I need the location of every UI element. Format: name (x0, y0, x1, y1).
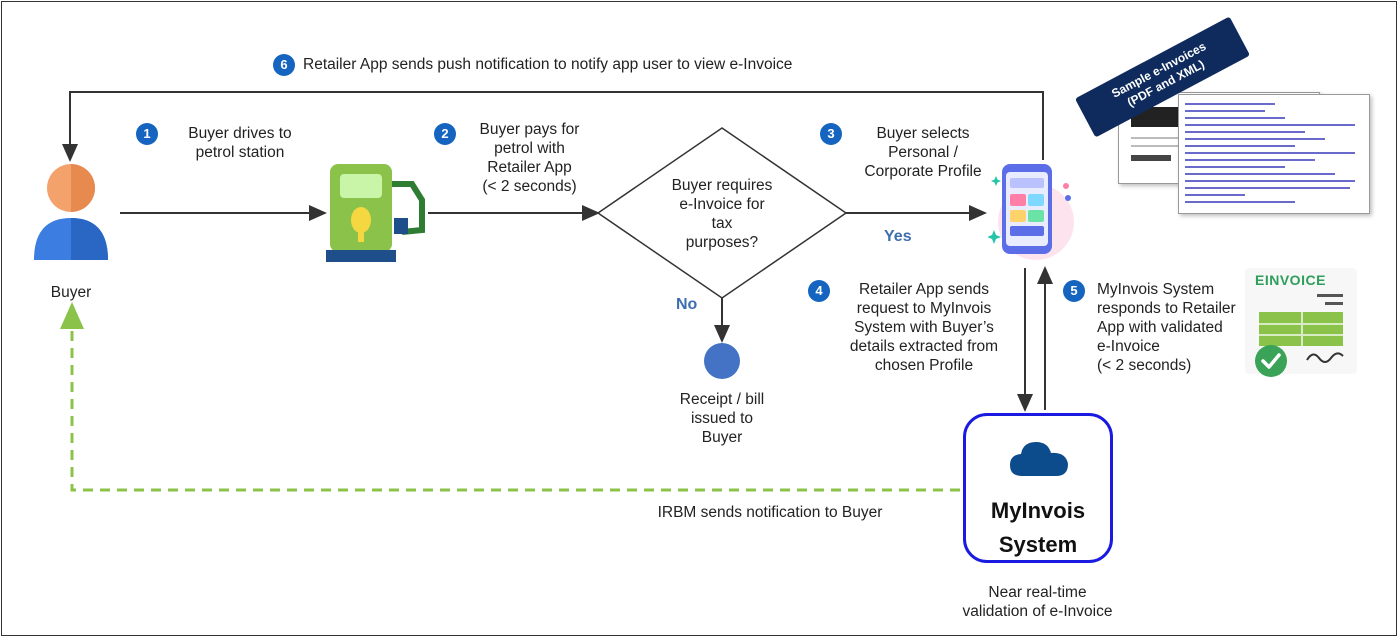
decision-line3: tax (711, 215, 733, 232)
step1-line1: Buyer drives to (188, 125, 292, 142)
check-icon (1255, 345, 1287, 377)
myinvois-system-node: MyInvois System (963, 413, 1113, 563)
decision-line1: Buyer requires (671, 177, 773, 194)
step4-line1: Retailer App sends (858, 281, 990, 298)
step4-line2: request to MyInvois (856, 300, 992, 317)
signature-mark (1306, 352, 1344, 363)
step4-text: Retailer App sends request to MyInvois S… (826, 280, 1022, 375)
cloud-icon (1010, 442, 1068, 476)
step4-badge: 4 (808, 280, 830, 302)
mobile-app-icon (988, 164, 1074, 260)
step1-text: Buyer drives to petrol station (165, 124, 315, 162)
step1-line2: petrol station (195, 144, 285, 161)
step5-line2: responds to Retailer (1097, 300, 1236, 317)
step5-line5: (< 2 seconds) (1097, 357, 1192, 374)
step5-line4: e-Invoice (1097, 338, 1160, 355)
step4-line3: System with Buyer’s (854, 319, 994, 336)
decision-line4: purposes? (685, 234, 759, 251)
decision-line2: e-Invoice for (679, 196, 765, 213)
receipt-line3: Buyer (701, 429, 743, 446)
myinvois-title: MyInvois System (966, 494, 1110, 562)
decision-text: Buyer requires e-Invoice for tax purpose… (645, 176, 799, 252)
step2-badge: 2 (434, 123, 456, 145)
receipt-line2: issued to (690, 410, 754, 427)
step2-line4: (< 2 seconds) (482, 178, 577, 195)
receipt-line1: Receipt / bill (679, 391, 765, 408)
step1-badge: 1 (136, 123, 158, 145)
step2-line2: petrol with (494, 140, 565, 157)
step5-badge: 5 (1063, 280, 1085, 302)
user-icon (34, 164, 108, 260)
arrow-irbm-notification (60, 302, 960, 492)
step4-line5: chosen Profile (874, 357, 974, 374)
step3-line1: Buyer selects (876, 125, 970, 142)
irbm-notification-text: IRBM sends notification to Buyer (657, 504, 883, 521)
validation-caption: Near real-time validation of e-Invoice (945, 583, 1130, 621)
myinvois-line1: MyInvois (990, 498, 1086, 523)
step5-text: MyInvois System responds to Retailer App… (1097, 280, 1257, 375)
receipt-text: Receipt / bill issued to Buyer (650, 390, 794, 447)
sample-xml-document (1178, 94, 1370, 214)
end-node (704, 343, 740, 379)
step6-badge: 6 (273, 54, 295, 76)
arrow-step6 (62, 91, 1044, 162)
yes-label: Yes (884, 228, 912, 245)
step5-line3: App with validated (1097, 319, 1223, 336)
step2-text: Buyer pays for petrol with Retailer App … (462, 120, 597, 196)
validation-line1: Near real-time (988, 584, 1087, 601)
step5-line1: MyInvois System (1097, 281, 1215, 298)
einvoice-card-title: EINVOICE (1255, 272, 1326, 288)
step3-line3: Corporate Profile (864, 163, 982, 180)
step2-line1: Buyer pays for (479, 121, 580, 138)
step6-text: Retailer App sends push notification to … (303, 56, 793, 73)
step3-text: Buyer selects Personal / Corporate Profi… (848, 124, 998, 181)
fuel-pump-icon (326, 164, 425, 262)
step3-line2: Personal / (888, 144, 958, 161)
step4-line4: details extracted from (849, 338, 999, 355)
no-label: No (676, 296, 698, 313)
validation-line2: validation of e-Invoice (962, 603, 1113, 620)
buyer-label: Buyer (50, 284, 92, 301)
step3-badge: 3 (820, 123, 842, 145)
step2-line3: Retailer App (487, 159, 572, 176)
myinvois-line2: System (998, 532, 1078, 557)
